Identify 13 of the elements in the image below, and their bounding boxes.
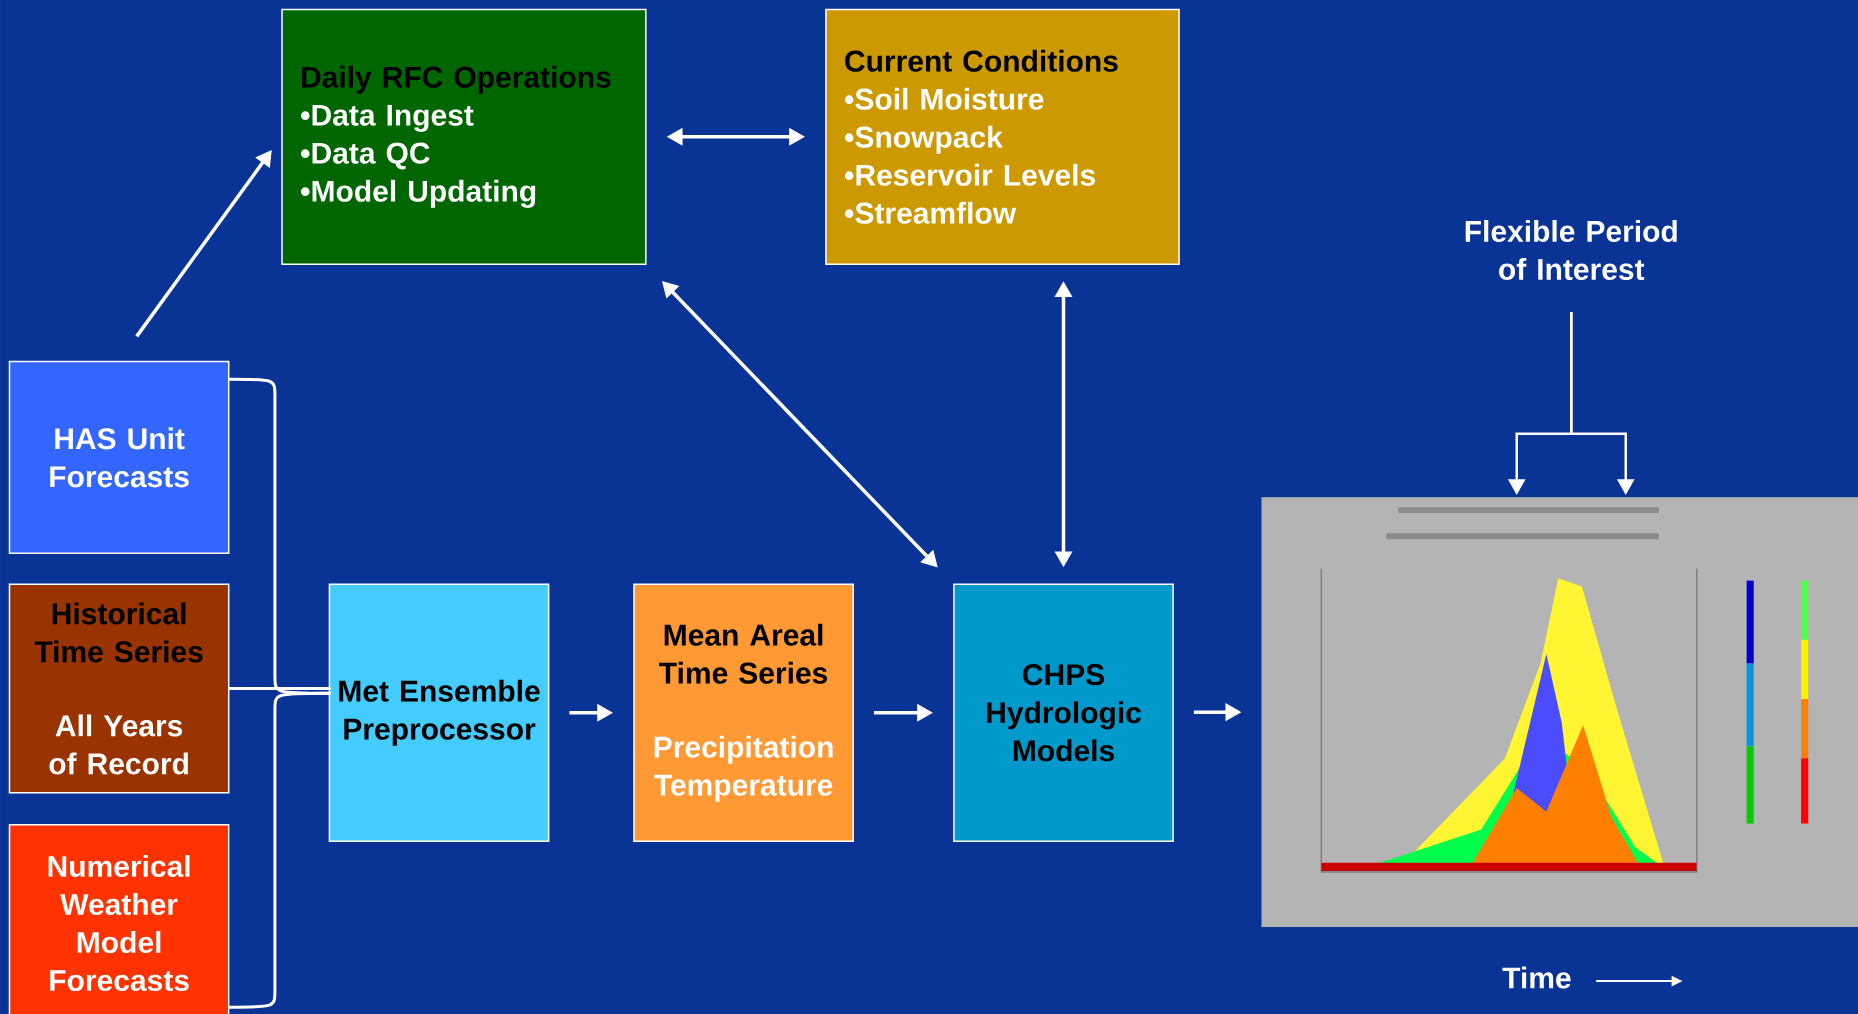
process-box: Mean Areal Time Series Precipitation Temperature: [633, 583, 854, 843]
status-box: Current Conditions •Soil Moisture •Snowpack •Reservoir Levels •Streamflow: [825, 8, 1180, 265]
process-box: CHPS Hydrologic Models: [953, 583, 1174, 843]
process-box: Met Ensemble Preprocessor: [328, 583, 550, 843]
brace: [228, 691, 331, 1009]
annotation-text: Flexible Period of Interest: [1465, 220, 1677, 281]
brace: [227, 686, 331, 690]
input-box: HAS Unit Forecasts: [8, 360, 230, 555]
axis-label: Time: [1502, 966, 1571, 989]
input-box: Historical Time Series All Years of Record: [8, 583, 230, 794]
status-box: Daily RFC Operations •Data Ingest •Data QC •Model Updating: [281, 8, 647, 265]
picture: [1261, 497, 1858, 928]
input-box: Numerical Weather Model Forecasts: [8, 823, 230, 1014]
